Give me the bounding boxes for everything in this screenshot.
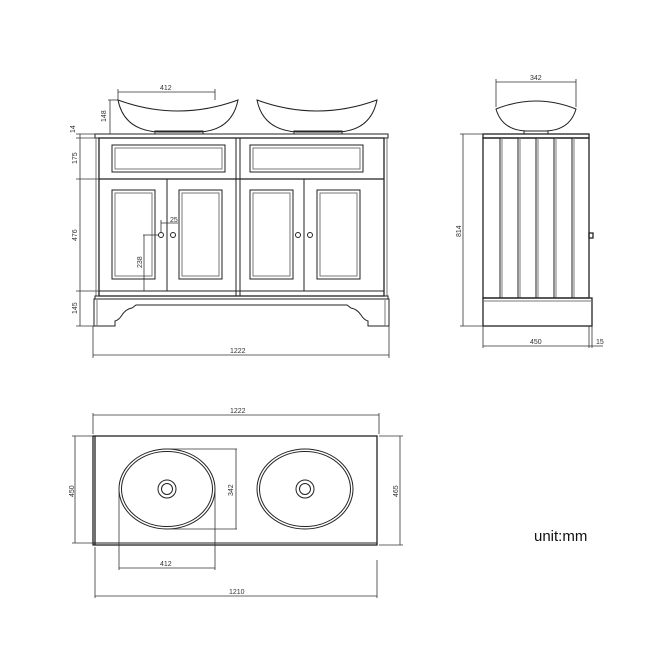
dim-side-basin-depth: 342 [530, 75, 542, 82]
dim-top-cabinet-depth: 450 [69, 485, 76, 497]
door-knob-icon [295, 232, 301, 238]
dim-top-basin-width: 342 [228, 484, 235, 496]
front-basin-left [117, 99, 239, 135]
door-panel-1 [111, 189, 156, 280]
dim-front-overall-width: 1222 [230, 348, 246, 355]
dim-front-basin-width: 412 [160, 85, 172, 92]
dim-top-basin-length: 412 [160, 561, 172, 568]
door-panel-4 [316, 189, 361, 280]
top-view: 1222 450 465 342 412 1210 [69, 408, 403, 598]
door-panel-2 [178, 189, 223, 280]
drain-icon [157, 479, 177, 499]
side-basin [495, 100, 577, 132]
door-knob-icon [307, 232, 313, 238]
drawer-panel-left [111, 144, 226, 173]
top-basin-right [256, 448, 354, 530]
dim-cabinet-width: 1210 [229, 589, 245, 596]
front-basin-right [256, 99, 378, 135]
dim-countertop-thickness: 14 [70, 125, 77, 133]
dim-handle-projection: 15 [596, 339, 604, 346]
top-basin-left [118, 448, 216, 530]
drawer-panel-right [249, 144, 364, 173]
dim-countertop-depth: 465 [393, 485, 400, 497]
dim-door-height: 476 [72, 229, 79, 241]
side-view: 342 814 450 15 [456, 75, 604, 348]
unit-label: unit:mm [534, 528, 588, 545]
dim-front-basin-height: 148 [101, 110, 108, 122]
dim-plinth-height: 145 [72, 302, 79, 314]
top-countertop [92, 435, 378, 546]
dim-overall-height: 814 [456, 225, 463, 237]
door-knob-icon [170, 232, 176, 238]
door-knob-icon [158, 232, 164, 238]
drain-icon [295, 479, 315, 499]
dim-handle-height: 238 [137, 256, 144, 268]
door-panel-3 [249, 189, 294, 280]
front-view: 412 148 14 175 476 145 25 238 1222 [70, 85, 390, 358]
dim-handle-offset: 25 [170, 217, 178, 224]
plinth [93, 298, 390, 327]
dim-cabinet-depth: 450 [530, 339, 542, 346]
dim-drawer-height: 175 [72, 152, 79, 164]
side-knob-icon [588, 232, 594, 239]
dim-top-countertop-width: 1222 [230, 408, 246, 415]
